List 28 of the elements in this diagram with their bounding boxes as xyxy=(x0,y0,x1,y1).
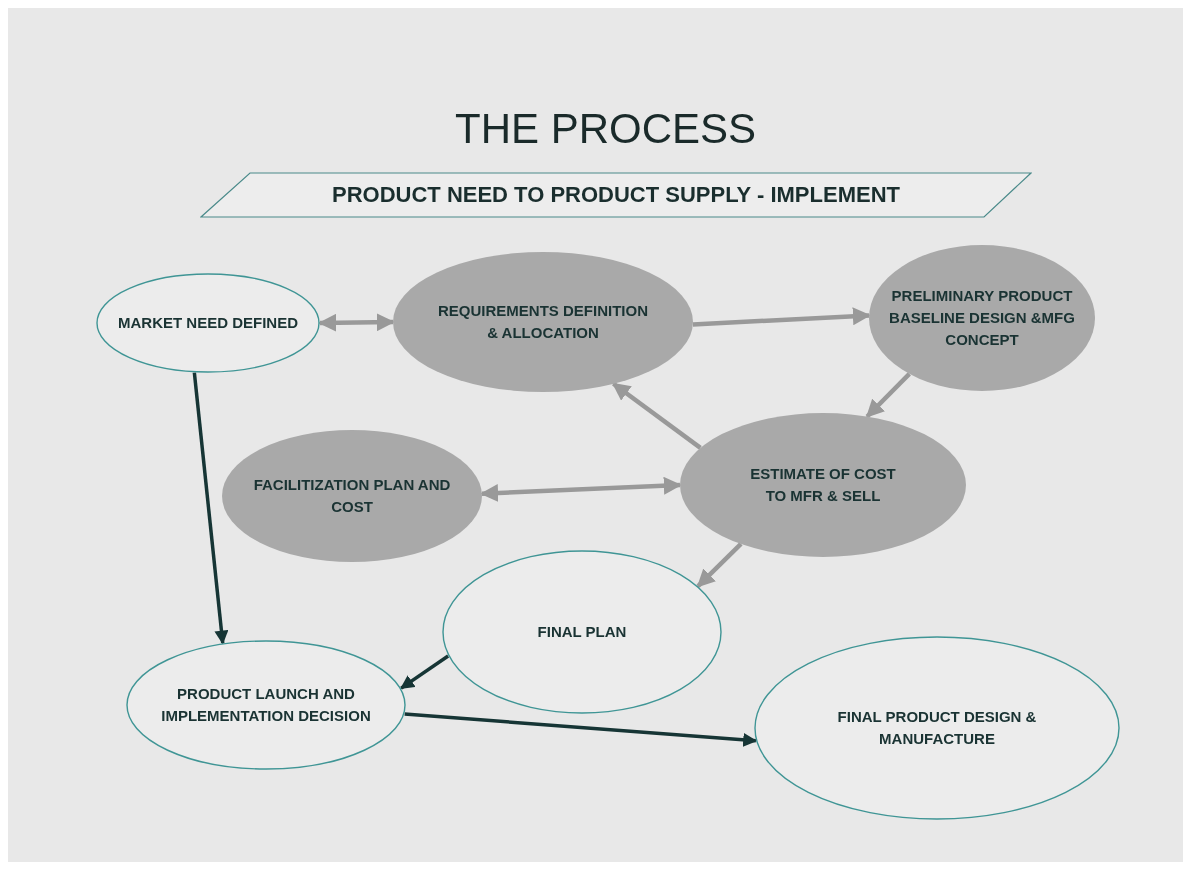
process-ellipse xyxy=(754,636,1120,820)
process-ellipse xyxy=(126,640,406,770)
process-ellipse xyxy=(680,413,966,557)
arrow xyxy=(865,372,911,419)
process-ellipse xyxy=(96,273,320,373)
node-label: PRELIMINARY PRODUCT BASELINE DESIGN &MFG CONCEPT xyxy=(888,286,1076,350)
process-ellipse xyxy=(869,245,1095,391)
arrow xyxy=(611,382,702,450)
node-label: MARKET NEED DEFINED xyxy=(118,313,298,333)
arrow xyxy=(696,542,743,588)
process-ellipse xyxy=(442,550,722,714)
node-label: REQUIREMENTS DEFINITION & ALLOCATION xyxy=(437,301,649,343)
arrow xyxy=(480,476,682,502)
process-ellipse xyxy=(393,252,693,392)
node-label: PRODUCT LAUNCH AND IMPLEMENTATION DECISION xyxy=(160,684,372,726)
banner-text: PRODUCT NEED TO PRODUCT SUPPLY - IMPLEMENT xyxy=(332,182,900,208)
node-label: ESTIMATE OF COST TO MFR & SELL xyxy=(749,464,897,506)
process-ellipse xyxy=(222,430,482,562)
node-label: FINAL PLAN xyxy=(537,622,627,642)
node-label: FINAL PRODUCT DESIGN & MANUFACTURE xyxy=(836,707,1038,749)
arrow xyxy=(692,307,871,327)
title: THE PROCESS xyxy=(455,104,757,154)
banner-parallelogram xyxy=(200,172,1032,218)
arrow xyxy=(400,654,450,690)
arrow xyxy=(404,712,758,747)
arrow xyxy=(192,372,229,645)
node-label: FACILITIZATION PLAN AND COST xyxy=(252,475,452,517)
arrow xyxy=(318,313,395,332)
